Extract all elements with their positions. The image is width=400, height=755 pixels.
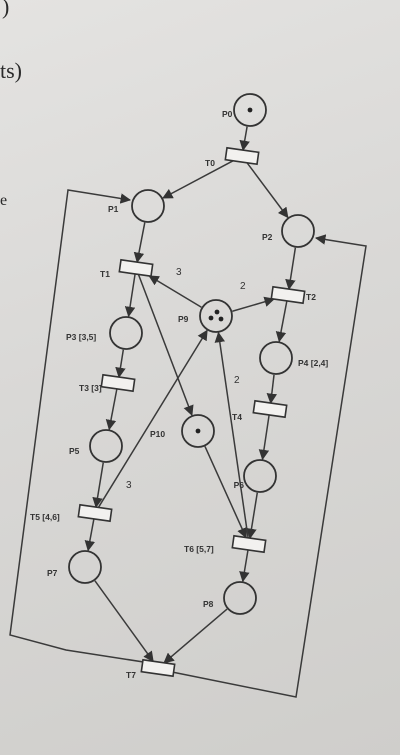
arc-p7-t7 (94, 580, 154, 663)
arc-t3-p5 (105, 388, 118, 431)
arc-t5-p9 (97, 329, 208, 508)
arc-p9-t1 (148, 275, 202, 308)
transition-t2 (270, 285, 306, 305)
place-label-p4: P4 [2,4] (298, 358, 328, 368)
arc-p8-t7 (163, 608, 228, 664)
place-label-p10: P10 (150, 429, 165, 439)
arc-p2-t2 (285, 247, 297, 291)
place-label-p7: P7 (47, 568, 58, 578)
place-circle (233, 93, 267, 127)
place-label-p5: P5 (69, 446, 80, 456)
transition-t1 (118, 258, 154, 278)
place-circle (223, 581, 257, 615)
transition-t0 (224, 146, 260, 166)
page-text-fragment: ) (2, 0, 10, 19)
place-circle (199, 299, 233, 333)
transition-t7 (140, 658, 176, 678)
arc-t7-p2 (171, 234, 367, 698)
arc-t0-p2 (246, 162, 289, 219)
place-p8 (223, 581, 257, 615)
token (195, 428, 201, 434)
transition-t4 (252, 399, 288, 419)
arc-t6-p8 (239, 549, 250, 583)
arc-t6-p9 (214, 331, 249, 538)
transition-label-t7: T7 (126, 670, 136, 680)
arc-p6-t6 (246, 492, 259, 540)
place-p7 (68, 550, 102, 584)
arc-t5-p7 (84, 518, 95, 552)
arc-weight-p9-t1: 3 (176, 267, 182, 278)
place-p3 (109, 316, 143, 350)
arc-p9-t2 (232, 296, 275, 312)
place-p6 (243, 459, 277, 493)
transition-label-t4: T4 (232, 412, 242, 422)
transition-t5 (77, 503, 113, 523)
arc-weight-t5-p9: 3 (126, 480, 132, 491)
place-p0 (233, 93, 267, 127)
place-circle (281, 214, 315, 248)
arc-weight-t6-p9: 2 (234, 375, 240, 386)
place-p9 (199, 299, 233, 333)
arc-t1-p10 (137, 274, 194, 417)
place-circle (243, 459, 277, 493)
place-circle (68, 550, 102, 584)
token (247, 107, 253, 113)
place-p10 (181, 414, 215, 448)
transition-label-t3: T3 [3] (79, 383, 102, 393)
place-p4 (259, 341, 293, 375)
place-label-p8: P8 (203, 599, 214, 609)
place-p2 (281, 214, 315, 248)
place-circle (181, 414, 215, 448)
place-circle (259, 341, 293, 375)
page-text-fragment: e (0, 192, 8, 209)
page-text-fragment: ts) (0, 58, 22, 83)
arc-p0-t0 (239, 126, 250, 152)
arc-p1-t1 (133, 222, 146, 264)
transition-label-t6: T6 [5,7] (184, 544, 214, 554)
place-p1 (131, 189, 165, 223)
arc-weight-p9-t2: 2 (240, 281, 246, 292)
arc-t4-p6 (258, 414, 270, 461)
place-label-p9: P9 (178, 314, 189, 324)
transition-label-t0: T0 (205, 158, 215, 168)
transition-t3 (100, 373, 136, 393)
arc-p4-t4 (266, 374, 278, 405)
arc-t1-p3 (124, 273, 136, 318)
place-circle (89, 429, 123, 463)
transition-label-t1: T1 (100, 269, 110, 279)
place-label-p1: P1 (108, 204, 119, 214)
place-p5 (89, 429, 123, 463)
transition-label-t2: T2 (306, 292, 316, 302)
place-label-p6: P6 (234, 480, 245, 490)
transition-t6 (231, 534, 267, 554)
token (208, 315, 214, 321)
arc-p10-t6 (204, 446, 247, 539)
arc-p3-t3 (115, 349, 126, 379)
place-label-p3: P3 [3,5] (66, 332, 96, 342)
arc-t2-p4 (275, 300, 288, 343)
place-circle (109, 316, 143, 350)
place-circle (131, 189, 165, 223)
arc-t7-p1 (9, 189, 151, 664)
place-label-p2: P2 (262, 232, 273, 242)
arc-p5-t5 (92, 462, 104, 509)
token (214, 309, 220, 315)
token (218, 316, 224, 322)
arc-t0-p1 (162, 160, 234, 199)
transition-label-t5: T5 [4,6] (30, 512, 60, 522)
place-label-p0: P0 (222, 109, 233, 119)
